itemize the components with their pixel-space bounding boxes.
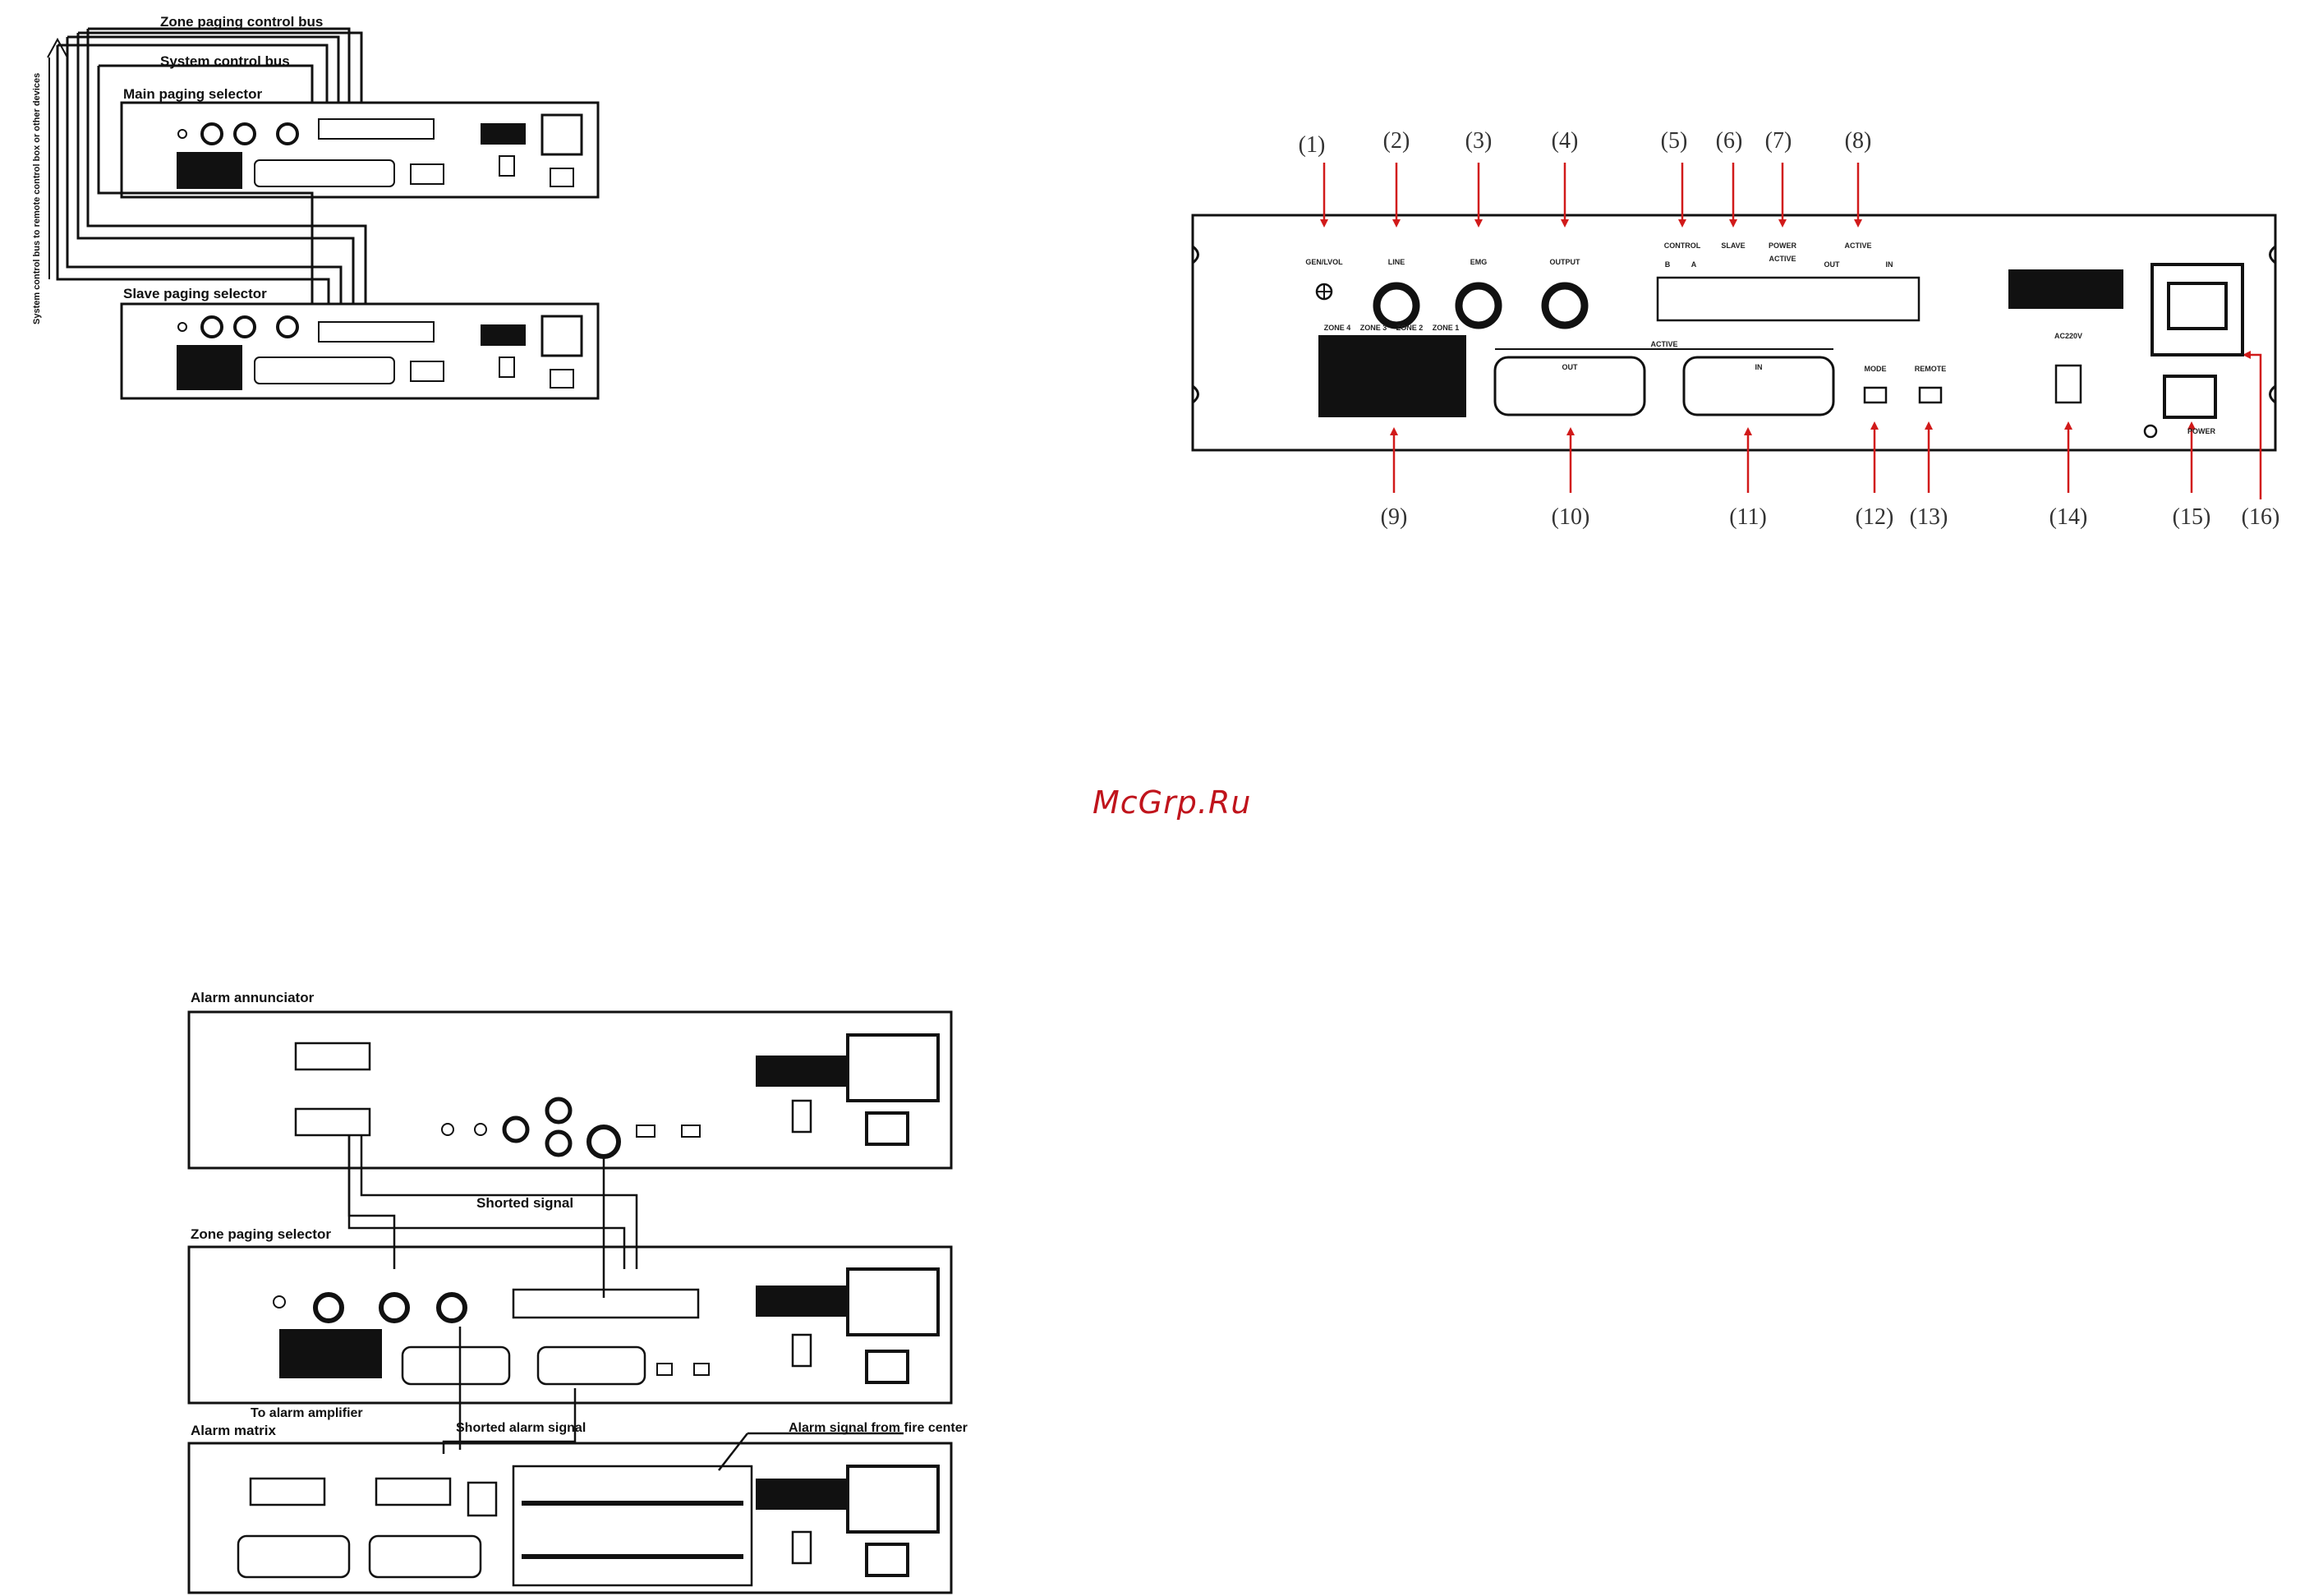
callout-16: (16) xyxy=(2242,504,2280,530)
shorted-alarm-signal-label: Shorted alarm signal xyxy=(456,1421,586,1435)
output-label: OUTPUT xyxy=(1550,258,1581,266)
db-out-label: OUT xyxy=(1562,363,1579,371)
callout-3: (3) xyxy=(1465,128,1493,154)
active-power-label: ACTIVE xyxy=(1769,255,1796,263)
alarm-annunciator-label: Alarm annunciator xyxy=(191,990,315,1005)
db25-in-connector xyxy=(1682,356,1835,416)
remote-switch xyxy=(1918,386,1943,404)
zone-4-label: ZONE 4 xyxy=(1324,324,1351,332)
mode-label: MODE xyxy=(1865,365,1887,373)
rear-panel-labels: GEN/LVOL LINE EMG OUTPUT CONTROL SLAVE P… xyxy=(1305,241,2215,435)
general-label: GEN/LVOL xyxy=(1305,258,1343,266)
power-label: POWER xyxy=(1769,241,1797,250)
active-in-label: IN xyxy=(1886,260,1893,269)
callout-10: (10) xyxy=(1552,504,1590,530)
voltage-selector xyxy=(2054,364,2082,404)
zone-paging-control-bus-label: Zone paging control bus xyxy=(160,14,323,30)
slave-label: SLAVE xyxy=(1721,241,1745,250)
db-in-label: IN xyxy=(1755,363,1763,371)
callout-13: (13) xyxy=(1910,504,1948,530)
callout-6: (6) xyxy=(1716,128,1743,154)
zone-paging-selector-panel-bottom xyxy=(187,1245,953,1405)
control-a-label: A xyxy=(1691,260,1697,269)
line-label: LINE xyxy=(1388,258,1405,266)
callout-11: (11) xyxy=(1729,504,1767,530)
callout-9: (9) xyxy=(1381,504,1408,530)
zone-1-label: ZONE 1 xyxy=(1433,324,1460,332)
rear-panel-outline xyxy=(1191,214,2277,452)
alarm-matrix-panel xyxy=(187,1442,953,1594)
slave-paging-selector-panel xyxy=(120,302,600,400)
active-label: ACTIVE xyxy=(1844,241,1871,250)
callout-8: (8) xyxy=(1845,128,1872,154)
callout-14: (14) xyxy=(2049,504,2088,530)
shorted-signal-label: Shorted signal xyxy=(476,1195,573,1211)
terminal-block xyxy=(1656,276,1920,322)
main-paging-selector-panel xyxy=(120,101,600,199)
top-left-wiring-diagram xyxy=(47,27,367,304)
line-jack xyxy=(1373,282,1420,329)
alarm-annunciator-panel xyxy=(187,1010,953,1170)
db25-out-connector xyxy=(1493,356,1646,416)
callout-15: (15) xyxy=(2173,504,2211,530)
watermark-text: McGrp.Ru xyxy=(1092,784,1252,821)
system-control-bus-label: System control bus xyxy=(160,53,290,69)
mic-label: EMG xyxy=(1470,258,1488,266)
callout-arrows xyxy=(1320,163,2262,499)
control-b-label: B xyxy=(1665,260,1671,269)
callout-numbers: (1) (2) (3) (4) (5) (6) (7) (8) (9) (10)… xyxy=(1299,128,2280,530)
zone-paging-selector-label: Zone paging selector xyxy=(191,1226,331,1242)
callout-12: (12) xyxy=(1856,504,1894,530)
switch-label: POWER xyxy=(2187,427,2216,435)
main-paging-selector-label: Main paging selector xyxy=(123,86,262,102)
zone-3-label: ZONE 3 xyxy=(1360,324,1387,332)
callout-4: (4) xyxy=(1552,128,1579,154)
mic-jack xyxy=(1455,282,1502,329)
callout-2: (2) xyxy=(1383,128,1410,154)
callout-1: (1) xyxy=(1299,132,1326,158)
ac-inlet xyxy=(2150,263,2244,356)
alarm-wiring-lines xyxy=(347,1135,904,1471)
control-label: CONTROL xyxy=(1664,241,1701,250)
output-jack xyxy=(1541,282,1589,329)
callout-7: (7) xyxy=(1765,128,1792,154)
rear-panel-components xyxy=(1315,263,2244,439)
zone-2-label: ZONE 2 xyxy=(1396,324,1424,332)
to-alarm-amplifier-label: To alarm amplifier xyxy=(251,1406,363,1420)
alarm-signal-from-fire-label: Alarm signal from fire center xyxy=(789,1421,968,1435)
vertical-system-bus-label: System control bus to remote control box… xyxy=(32,73,42,324)
zone-rj45-block xyxy=(1318,335,1466,417)
callout-5: (5) xyxy=(1661,128,1688,154)
power-switch xyxy=(2163,375,2217,419)
mode-switch xyxy=(1863,386,1888,404)
slave-paging-selector-label: Slave paging selector xyxy=(123,286,267,301)
active-out-label: OUT xyxy=(1824,260,1841,269)
alarm-matrix-label: Alarm matrix xyxy=(191,1423,276,1438)
ac220-label: AC220V xyxy=(2054,332,2082,340)
voltage-label-plate xyxy=(2008,269,2123,309)
remote-label: REMOTE xyxy=(1915,365,1947,373)
active-center-label: ACTIVE xyxy=(1650,340,1677,348)
